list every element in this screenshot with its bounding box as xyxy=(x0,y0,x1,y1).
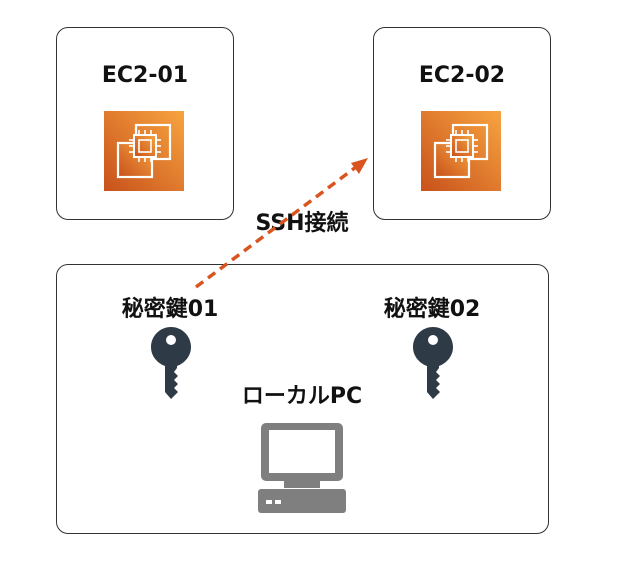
ec2-02-label: EC2-02 xyxy=(418,63,506,88)
computer-icon xyxy=(258,420,346,514)
private-key-02-label: 秘密鍵02 xyxy=(383,297,481,322)
private-key-01-label: 秘密鍵01 xyxy=(121,297,219,322)
ec2-01-label: EC2-01 xyxy=(101,63,189,88)
ec2-instance-icon xyxy=(421,111,501,191)
key-icon xyxy=(412,326,454,400)
key-icon xyxy=(150,326,192,400)
local-pc-label: ローカルPC xyxy=(241,384,363,409)
ec2-instance-icon xyxy=(104,111,184,191)
